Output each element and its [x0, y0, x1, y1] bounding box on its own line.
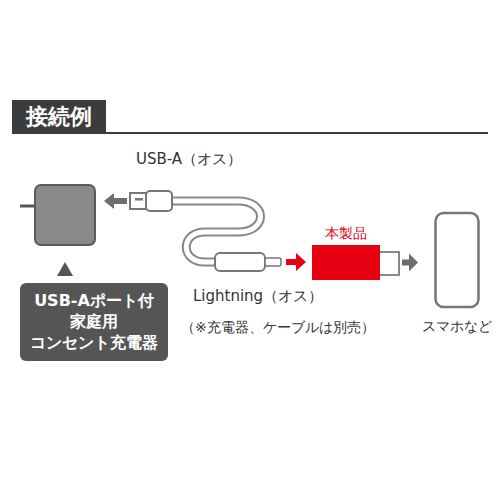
part-label: Lightning（オス）: [193, 287, 323, 306]
usb-a-plug: [146, 191, 172, 211]
section-heading: 接続例: [12, 100, 106, 134]
device-label: スマホなど: [418, 318, 496, 336]
lightning-tip: [265, 258, 281, 266]
usb-a-metal: [130, 193, 147, 209]
adapter-body: [312, 245, 380, 280]
adapter-shape: [312, 245, 400, 280]
adapter-connector: [380, 251, 400, 276]
usb-a-slot: [135, 198, 143, 201]
pointer-triangle: [57, 262, 73, 276]
charger-body: [35, 185, 95, 245]
charger-cord: [20, 205, 36, 208]
caption-text: USB-Aポート付 家庭用 コンセント充電器: [24, 291, 164, 353]
part-label: （※充電器、ケーブルは別売）: [181, 319, 375, 337]
insert-arrow: [286, 253, 306, 271]
connector-shaft: [402, 260, 409, 266]
smartphone-body: [436, 213, 479, 307]
phone-node: スマホなど: [418, 210, 496, 336]
lightning-plug: [215, 253, 265, 271]
arrow-head: [409, 254, 418, 272]
product-node: 本製品: [312, 224, 400, 280]
part-label: USB-A（オス）: [136, 150, 242, 169]
plug-in-arrow: [104, 193, 127, 209]
connector-arrow: [402, 254, 418, 272]
product-label: 本製品: [312, 224, 380, 242]
charger-caption-box: USB-Aポート付 家庭用 コンセント充電器: [20, 283, 168, 361]
smartphone-outline: [418, 210, 496, 310]
